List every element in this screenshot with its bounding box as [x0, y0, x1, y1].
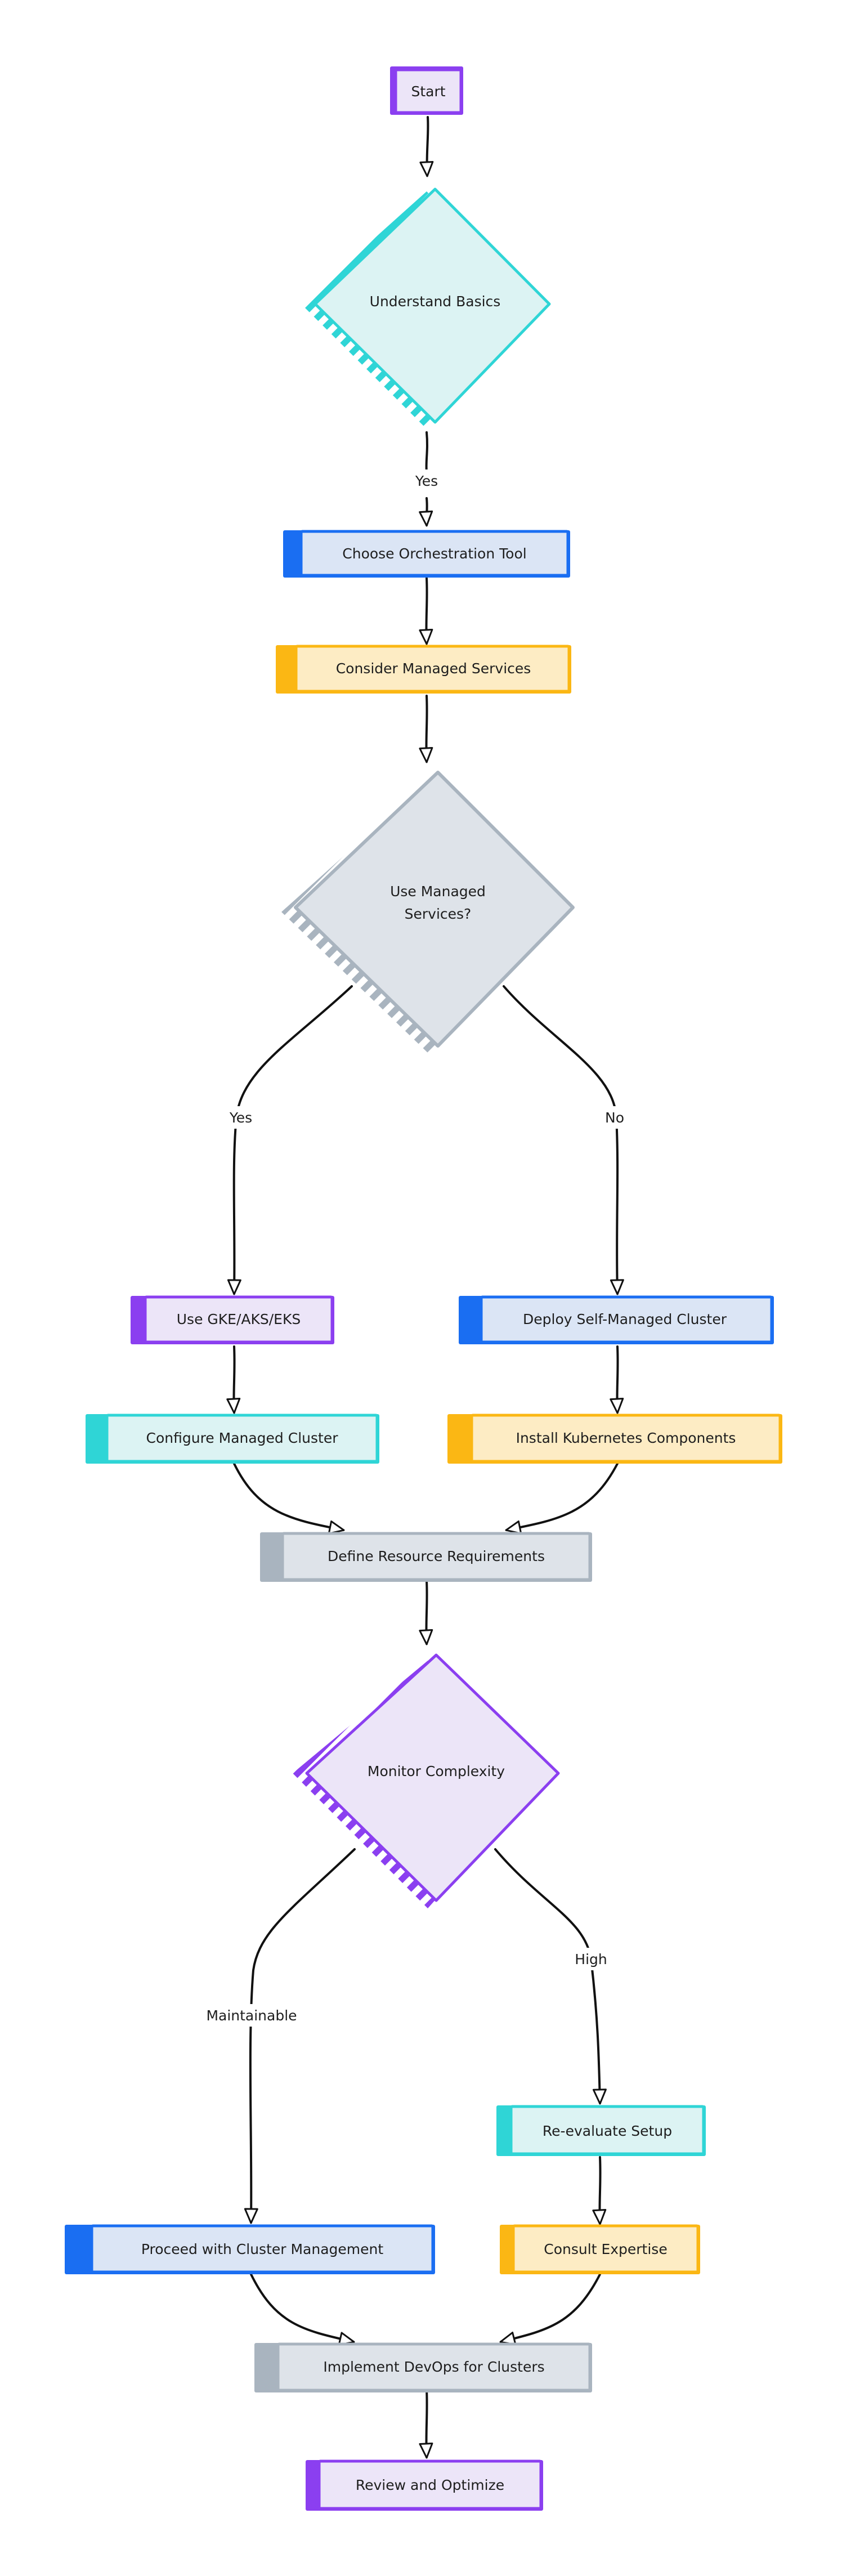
edge-decision-to-deploy: [503, 985, 624, 1295]
edge-proceed-to-devops: [250, 2273, 355, 2346]
node-use-gke: Use GKE/AKS/EKS: [131, 1295, 334, 1344]
node-consider-managed-label: Consider Managed Services: [336, 660, 531, 677]
node-start: Start: [390, 66, 463, 115]
node-install-k8s-label: Install Kubernetes Components: [516, 1430, 736, 1446]
node-implement-devops: Implement DevOps for Clusters: [254, 2342, 592, 2392]
edge-label-managed-yes: Yes: [229, 1110, 252, 1126]
edge-label-basics-yes: Yes: [415, 473, 438, 489]
node-install-k8s: Install Kubernetes Components: [447, 1414, 782, 1464]
node-define-resources-label: Define Resource Requirements: [328, 1548, 545, 1564]
node-review: Review and Optimize: [306, 2459, 543, 2511]
node-consult-label: Consult Expertise: [544, 2241, 667, 2257]
node-use-managed: Use Managed Services?: [281, 771, 575, 1054]
edge-configure-to-define: [233, 1463, 345, 1535]
node-reevaluate-label: Re-evaluate Setup: [543, 2123, 672, 2139]
edge-define-to-complexity: [419, 1580, 433, 1645]
edge-complexity-to-reevaluate: [494, 1848, 607, 2105]
node-reevaluate: Re-evaluate Setup: [496, 2105, 706, 2156]
node-use-gke-label: Use GKE/AKS/EKS: [177, 1311, 301, 1327]
node-choose-tool-label: Choose Orchestration Tool: [342, 545, 526, 562]
node-understand-basics-label: Understand Basics: [370, 293, 501, 310]
edge-consult-to-devops: [499, 2273, 601, 2346]
edge-install-to-define: [505, 1463, 619, 1535]
edge-managed-to-decision: [419, 695, 433, 763]
edge-devops-to-review: [419, 2388, 433, 2459]
node-review-label: Review and Optimize: [356, 2477, 504, 2493]
edge-decision-to-gke: [227, 985, 353, 1295]
node-start-label: Start: [411, 83, 445, 100]
edge-label-complexity-maintainable: Maintainable: [206, 2007, 297, 2024]
node-understand-basics: Understand Basics: [301, 187, 551, 429]
edge-tool-to-managed: [419, 577, 433, 645]
node-monitor-complexity: Monitor Complexity: [293, 1653, 560, 1908]
node-consult: Consult Expertise: [500, 2224, 700, 2274]
node-consider-managed: Consider Managed Services: [276, 645, 571, 694]
edge-label-complexity-high: High: [575, 1951, 607, 1967]
node-deploy-self-label: Deploy Self-Managed Cluster: [523, 1311, 727, 1327]
node-use-managed-label-line2: Services?: [405, 906, 472, 922]
node-proceed-label: Proceed with Cluster Management: [141, 2241, 384, 2257]
node-define-resources: Define Resource Requirements: [260, 1532, 592, 1582]
node-configure-managed: Configure Managed Cluster: [86, 1414, 379, 1464]
edge-reevaluate-to-consult: [592, 2156, 607, 2225]
node-configure-managed-label: Configure Managed Cluster: [146, 1430, 339, 1446]
edge-start-to-basics: [419, 116, 434, 177]
node-proceed: Proceed with Cluster Management: [65, 2224, 435, 2274]
node-implement-devops-label: Implement DevOps for Clusters: [323, 2359, 544, 2375]
node-use-managed-label-line1: Use Managed: [390, 883, 486, 900]
edge-label-managed-no: No: [605, 1110, 624, 1126]
node-deploy-self: Deploy Self-Managed Cluster: [459, 1295, 774, 1344]
node-monitor-complexity-label: Monitor Complexity: [368, 1763, 505, 1779]
edge-complexity-to-proceed: [244, 1848, 356, 2224]
node-choose-tool: Choose Orchestration Tool: [283, 530, 570, 578]
